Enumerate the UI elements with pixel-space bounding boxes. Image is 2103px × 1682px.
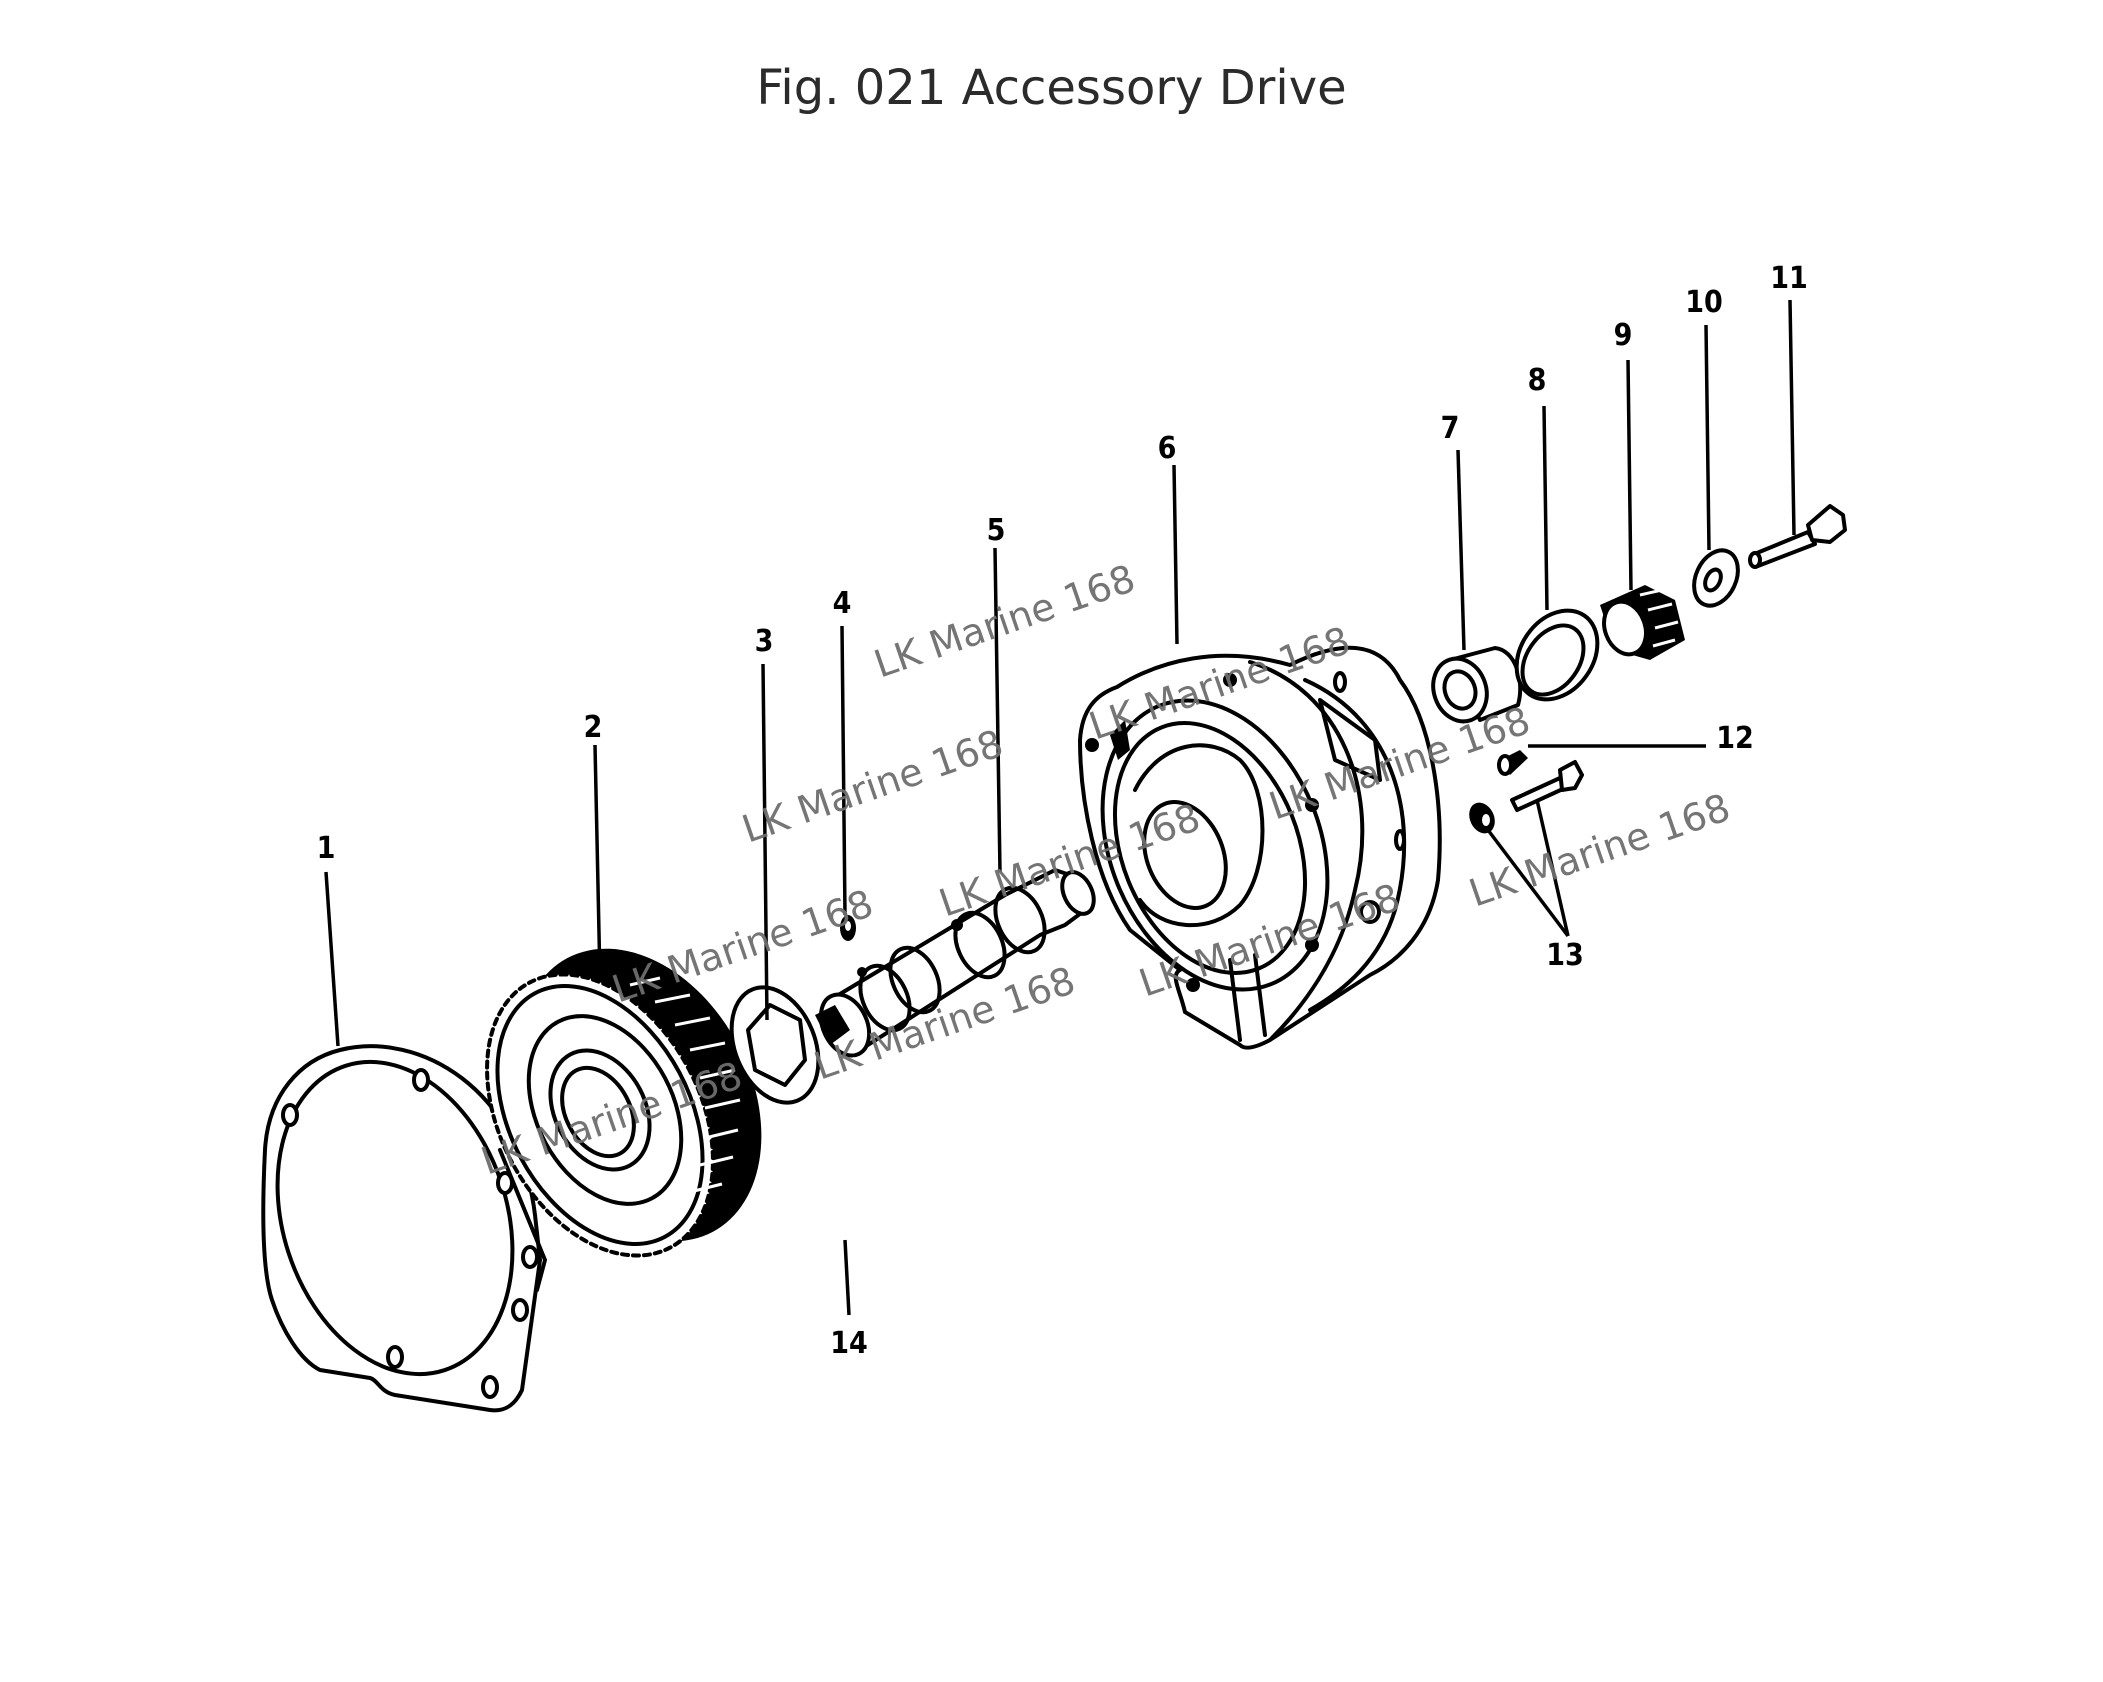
callout-4: 4 xyxy=(833,586,852,621)
leader-5 xyxy=(993,547,1002,873)
figure-title: Fig. 021 Accessory Drive xyxy=(756,60,1347,116)
part-11-bolt xyxy=(1748,504,1847,569)
part-13-bolt-and-washer xyxy=(1469,760,1584,834)
callout-3: 3 xyxy=(755,624,774,659)
part-5-drive-shaft xyxy=(815,868,1096,1058)
part-8-seal xyxy=(1514,608,1600,702)
leader-9 xyxy=(1626,359,1633,591)
leader-4 xyxy=(840,625,847,916)
part-3-thrust-washer xyxy=(729,985,821,1105)
watermark: LK Marine 168 xyxy=(737,721,1009,851)
leader-13a xyxy=(1486,828,1570,938)
leader-11 xyxy=(1788,299,1796,536)
part-9-coupling xyxy=(1600,585,1685,660)
callout-2: 2 xyxy=(584,710,603,745)
leader-7 xyxy=(1456,449,1466,651)
leader-2 xyxy=(593,744,602,981)
leader-lines xyxy=(324,299,1796,1316)
callout-9: 9 xyxy=(1614,318,1633,353)
callout-13: 13 xyxy=(1546,938,1584,973)
callout-10: 10 xyxy=(1685,285,1723,320)
callout-1: 1 xyxy=(317,831,336,866)
watermark: LK Marine 168 xyxy=(869,556,1141,686)
leader-14 xyxy=(843,1239,851,1316)
callout-labels: 1 2 3 4 5 6 7 8 9 10 11 12 13 14 xyxy=(317,261,1808,1361)
callout-12: 12 xyxy=(1716,721,1754,756)
leader-13b xyxy=(1535,799,1570,937)
leader-1 xyxy=(324,871,340,1047)
callout-7: 7 xyxy=(1441,411,1460,446)
part-12-plug xyxy=(1497,750,1528,776)
callout-14: 14 xyxy=(830,1326,868,1361)
leader-3 xyxy=(761,663,769,1021)
leader-10 xyxy=(1704,324,1711,551)
part-1-gasket xyxy=(261,1044,547,1413)
part-6-housing xyxy=(1078,645,1442,1050)
leader-8 xyxy=(1542,405,1549,611)
callout-11: 11 xyxy=(1770,261,1808,296)
callout-8: 8 xyxy=(1528,363,1547,398)
callout-6: 6 xyxy=(1158,431,1177,466)
callout-5: 5 xyxy=(987,513,1006,548)
part-10-washer xyxy=(1692,548,1740,608)
part-2-drive-gear xyxy=(485,948,762,1258)
part-4-pin xyxy=(840,915,856,941)
leader-6 xyxy=(1172,464,1179,645)
watermark: LK Marine 168 xyxy=(607,881,879,1011)
